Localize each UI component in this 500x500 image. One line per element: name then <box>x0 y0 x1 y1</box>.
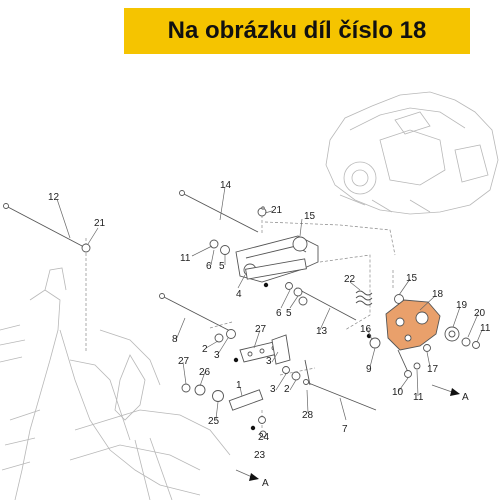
leader-lines <box>56 186 483 421</box>
reference-arrows <box>235 384 460 481</box>
label-6a: 6 <box>206 261 212 272</box>
frame-ghost <box>0 267 231 500</box>
label-27a: 27 <box>255 324 267 335</box>
label-3c: 3 <box>270 384 276 395</box>
label-3b: 3 <box>266 356 272 367</box>
label-26: 26 <box>199 367 211 378</box>
engine-ghost <box>325 91 499 215</box>
label-16: 16 <box>360 324 372 335</box>
label-25: 25 <box>208 416 220 427</box>
spring-22 <box>355 290 373 306</box>
label-18: 18 <box>432 289 444 300</box>
label-3a: 3 <box>214 350 220 361</box>
label-21b: 21 <box>271 205 283 216</box>
label-14: 14 <box>220 180 232 191</box>
label-17: 17 <box>427 364 439 375</box>
label-4: 4 <box>236 289 242 300</box>
label-20: 20 <box>474 308 486 319</box>
label-28: 28 <box>302 410 314 421</box>
label-5b: 5 <box>286 308 292 319</box>
rod-14 <box>181 192 259 233</box>
rod-13 <box>295 287 357 321</box>
rod-12 <box>5 205 85 248</box>
banner-title: Na obrázku díl číslo 18 <box>167 17 427 44</box>
arrow-a2-head <box>249 473 259 481</box>
part-labels: 12 21 14 21 15 11 6 5 4 6 5 22 15 18 19 … <box>48 180 491 489</box>
rods <box>3 190 377 411</box>
label-24: 24 <box>258 432 270 443</box>
label-27b: 27 <box>178 356 190 367</box>
label-2a: 2 <box>202 344 208 355</box>
label-21a: 21 <box>94 218 106 229</box>
label-19: 19 <box>456 300 468 311</box>
label-15a: 15 <box>304 211 316 222</box>
label-2b: 2 <box>284 384 290 395</box>
rod-8 <box>161 295 235 334</box>
label-9: 9 <box>366 364 372 375</box>
label-13: 13 <box>316 326 328 337</box>
arrow-a1-head <box>450 388 460 396</box>
label-6b: 6 <box>276 308 282 319</box>
small-parts <box>81 206 480 438</box>
label-arrow-a1: A <box>462 392 469 403</box>
title-banner: Na obrázku díl číslo 18 <box>124 8 470 54</box>
arrow-a1-line <box>431 384 453 393</box>
label-23: 23 <box>254 450 266 461</box>
marker-dots <box>233 282 372 431</box>
label-15b: 15 <box>406 273 418 284</box>
label-11b: 11 <box>480 323 491 334</box>
label-11a: 11 <box>180 253 191 264</box>
bracket-18-highlighted <box>385 299 441 351</box>
label-11c: 11 <box>413 392 424 403</box>
label-10: 10 <box>392 387 404 398</box>
label-7: 7 <box>342 424 348 435</box>
bracket-27 <box>239 334 291 365</box>
label-8: 8 <box>172 334 178 345</box>
label-22: 22 <box>344 274 356 285</box>
label-1: 1 <box>236 380 242 391</box>
rod-7 <box>305 381 377 411</box>
label-5a: 5 <box>219 261 225 272</box>
label-arrow-a2: A <box>262 478 269 489</box>
arrow-a2-line <box>235 469 253 478</box>
label-12: 12 <box>48 192 60 203</box>
link-arm-4 <box>235 235 319 283</box>
